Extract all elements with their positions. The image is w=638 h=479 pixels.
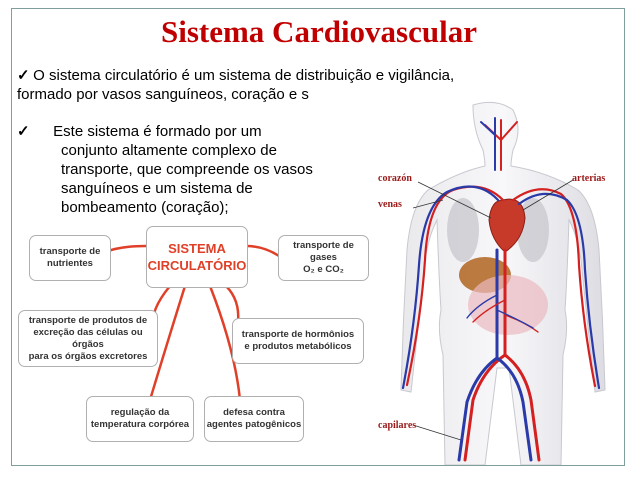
slide-title: Sistema Cardiovascular: [160, 14, 477, 49]
bullet-2: ✓ Este sistema é formado por um conjunto…: [17, 122, 377, 217]
label-capilares: capilares: [378, 420, 417, 431]
slide-frame: [11, 8, 625, 466]
node-line: para os órgãos excretores: [28, 350, 148, 362]
bullet-2-line-4: sanguíneos e um sistema de: [61, 180, 253, 197]
concept-map-center: SISTEMA CIRCULATÓRIO: [146, 226, 248, 288]
node-line: agentes patogênicos: [206, 419, 302, 430]
label-venas: venas: [378, 199, 402, 210]
node-line: transporte de hormônios: [241, 329, 355, 340]
bullet-2-line-1: Este sistema é formado por um: [53, 123, 262, 140]
node-line: regulação da: [110, 407, 170, 418]
label-corazon: corazón: [378, 173, 412, 184]
check-icon: ✓: [17, 123, 30, 140]
node-defesa: defesa contra agentes patogênicos: [204, 396, 304, 442]
label-arterias: arterias: [572, 173, 606, 184]
check-icon: ✓: [17, 67, 30, 84]
center-line-2: CIRCULATÓRIO: [147, 258, 247, 273]
node-temperatura: regulação da temperatura corpórea: [86, 396, 194, 442]
bullet-1-line-2: formado por vasos sanguíneos, coração e …: [17, 86, 309, 103]
bullet-2-line-5: bombeamento (coração);: [61, 199, 229, 216]
node-line: temperatura corpórea: [90, 419, 190, 430]
node-excrecao: transporte de produtos de excreção das c…: [18, 310, 158, 367]
bullet-2-line-2: conjunto altamente complexo de: [61, 142, 277, 159]
node-line: transporte de gases: [293, 240, 354, 263]
node-hormonios: transporte de hormônios e produtos metab…: [232, 318, 364, 364]
node-line: excreção das células ou órgãos: [33, 326, 143, 350]
bullet-1: ✓ O sistema circulatório é um sistema de…: [17, 66, 617, 104]
center-line-1: SISTEMA: [168, 241, 226, 256]
node-line: transporte de produtos de: [28, 314, 148, 326]
node-line: nutrientes: [47, 258, 93, 269]
bullet-1-line-1: O sistema circulatório é um sistema de d…: [33, 67, 455, 84]
node-line: O₂ e CO₂: [303, 264, 344, 275]
bullet-2-line-3: transporte, que compreende os vasos: [61, 161, 313, 178]
node-line: defesa contra: [223, 407, 285, 418]
node-line: e produtos metabólicos: [244, 341, 352, 352]
circulatory-system-illustration: [400, 101, 606, 465]
node-line: transporte de: [39, 246, 101, 257]
node-gases: transporte de gases O₂ e CO₂: [278, 235, 369, 281]
node-nutrientes: transporte de nutrientes: [29, 235, 111, 281]
